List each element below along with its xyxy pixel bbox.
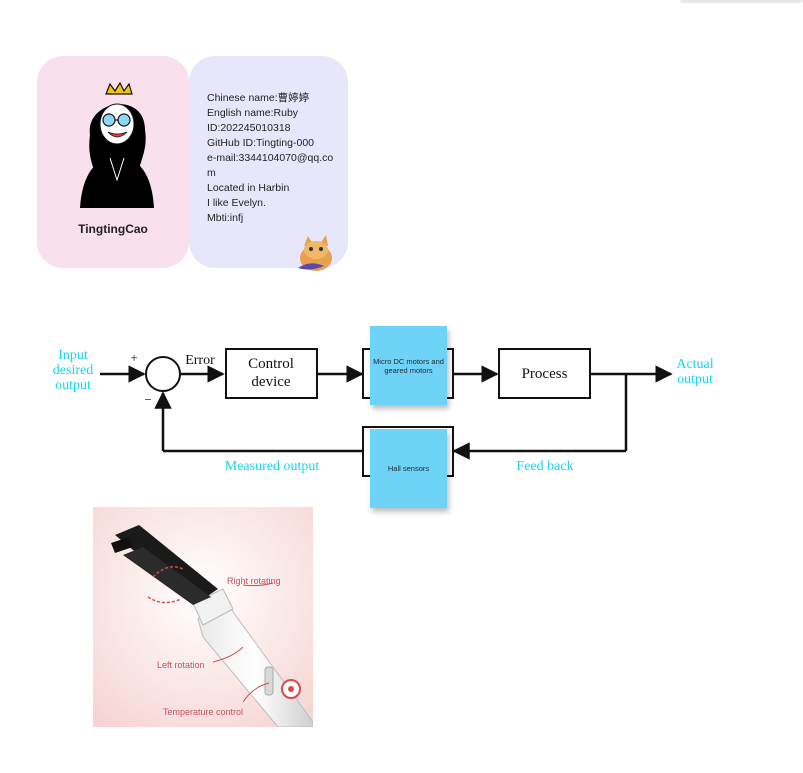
info-line: English name:Ruby [207, 107, 299, 119]
measured-output-label: Measured output [224, 459, 320, 474]
info-line: Mbti:infj [207, 212, 244, 224]
hair-curler-image[interactable] [93, 507, 313, 727]
avatar [80, 81, 154, 208]
control-device-label: Control device [248, 356, 294, 390]
error-label: Error [185, 353, 215, 368]
top-edge-bar [680, 0, 803, 3]
profile-info-text: Chinese name:曹婷婷 English name:Ruby ID:20… [207, 91, 335, 226]
info-line: e-mail:3344104070@qq.com [207, 152, 334, 179]
right-rotating-label: Right rotating [227, 576, 281, 586]
crown-icon [105, 81, 133, 95]
feedback-label: Feed back [516, 459, 574, 474]
left-rotation-label: Left rotation [157, 660, 205, 670]
process-block [498, 348, 591, 399]
process-label: Process [521, 366, 568, 382]
sticky-note-text: Micro DC motors and geared motors [373, 356, 444, 375]
cat-sticker-icon [298, 235, 332, 271]
sticky-note-sensors[interactable]: Hall sensors [370, 429, 447, 508]
input-label: Input desired output [52, 348, 94, 393]
info-line: GitHub ID:Tingting-000 [207, 137, 314, 149]
sticky-note-text: Hall sensors [387, 464, 430, 473]
control-device-block [225, 348, 318, 399]
plus-sign: + [130, 350, 138, 365]
info-line: I like Evelyn. [207, 197, 266, 209]
info-line: ID:202245010318 [207, 122, 291, 134]
sticky-note-motors[interactable]: Micro DC motors and geared motors [370, 326, 447, 405]
actual-output-label: Actual output [676, 357, 714, 387]
info-line: Chinese name:曹婷婷 [207, 92, 310, 104]
profile-info-card[interactable] [189, 56, 348, 268]
minus-sign: − [144, 392, 152, 407]
summing-junction [145, 356, 181, 392]
profile-name: TingtingCao [78, 222, 148, 236]
temperature-control-label: Temperature control [163, 707, 244, 717]
info-line: Located in Harbin [207, 182, 290, 194]
